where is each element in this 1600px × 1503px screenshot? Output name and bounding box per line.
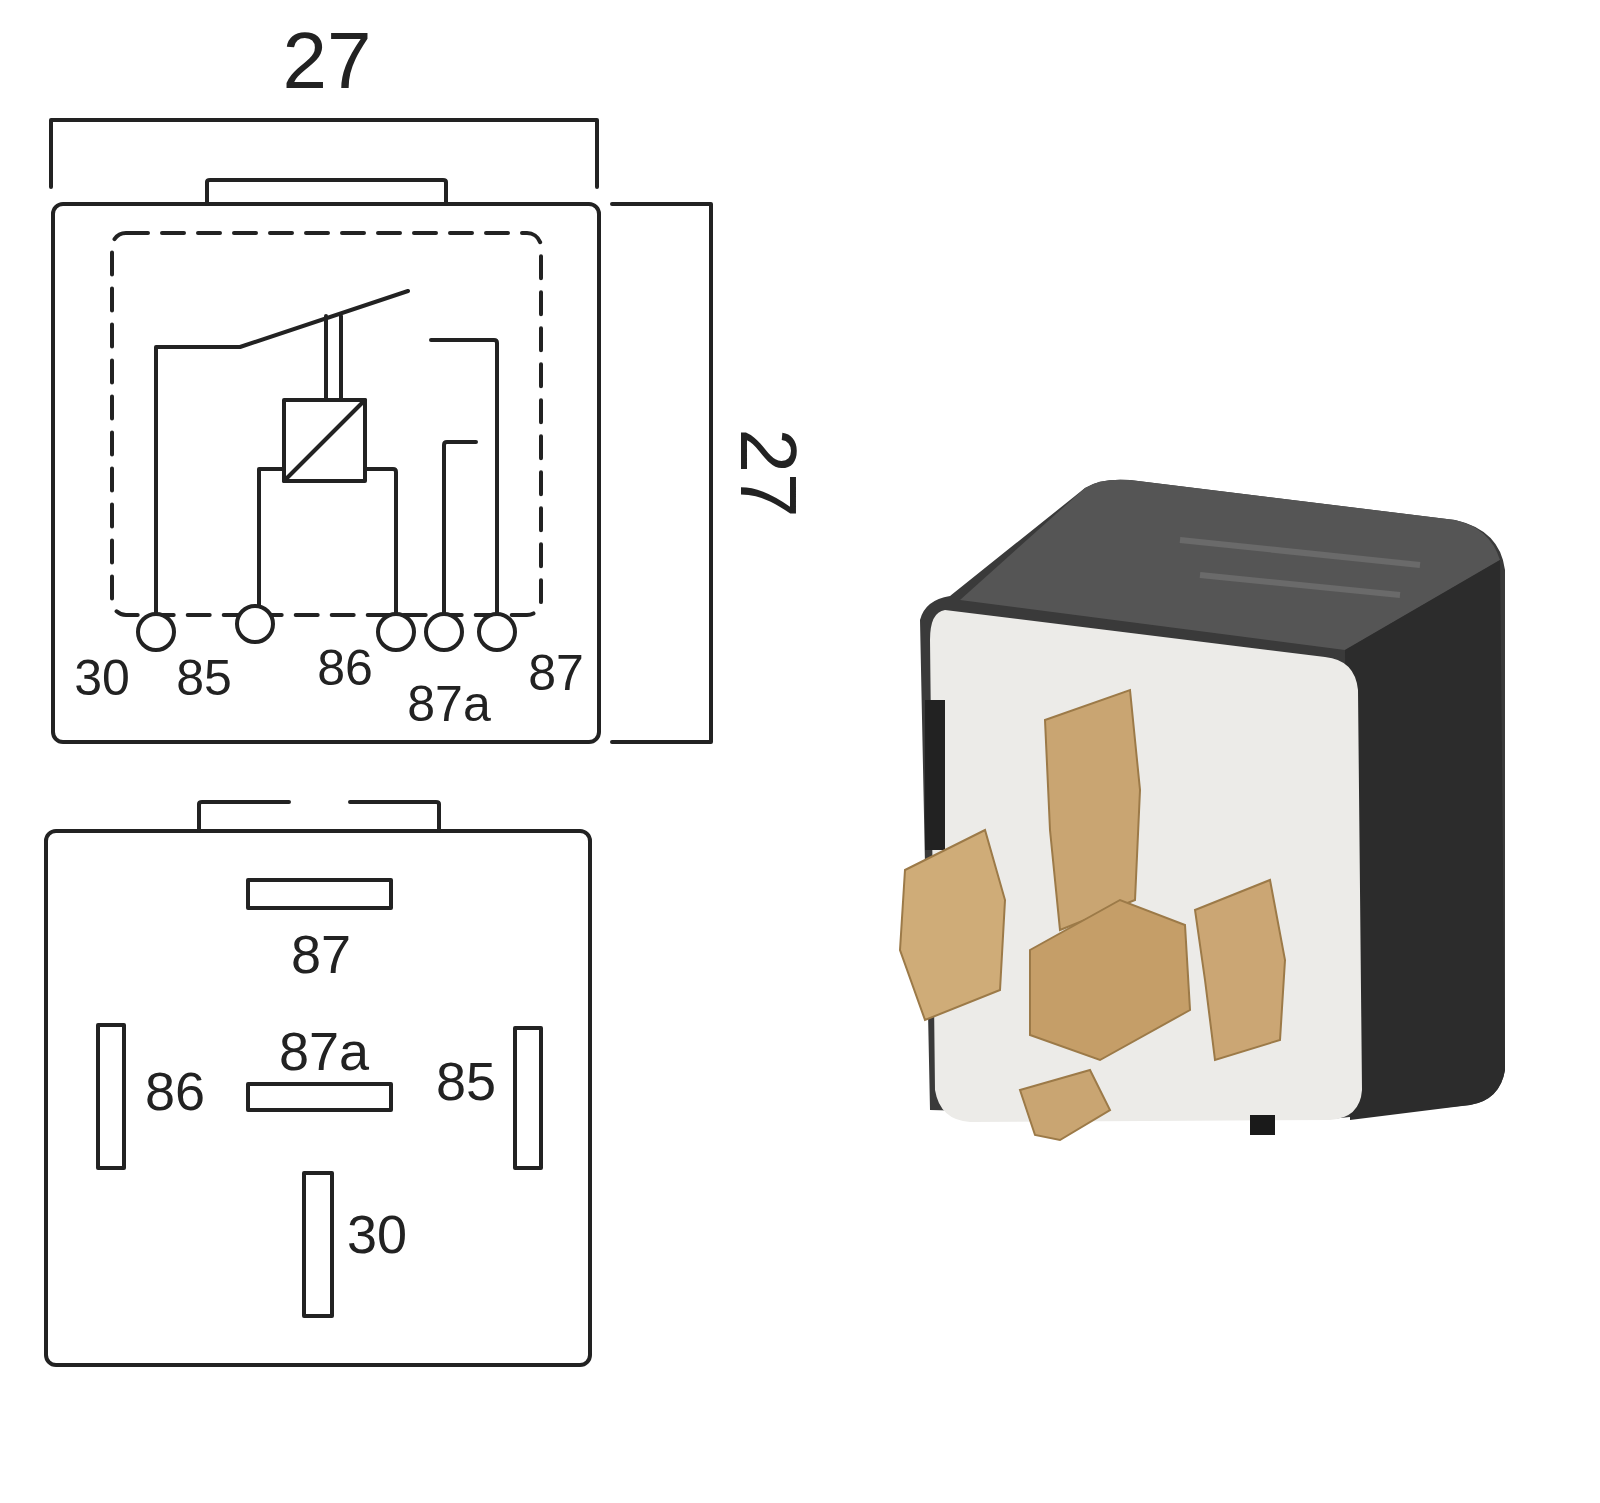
pin-label: 87 <box>528 648 584 698</box>
blade-terminal <box>98 1025 124 1168</box>
relay-housing <box>46 831 590 1365</box>
pin-terminal <box>479 614 515 650</box>
pin-label: 87a <box>407 679 490 729</box>
coil-wire <box>259 469 396 614</box>
dimension-label: 27 <box>728 429 808 518</box>
contact-wire <box>431 340 497 614</box>
dimension-line <box>51 120 597 187</box>
pin-terminal <box>138 614 174 650</box>
pin-label: 30 <box>347 1207 407 1261</box>
pin-label: 85 <box>436 1054 496 1108</box>
pin-terminal <box>378 614 414 650</box>
blade-terminal <box>515 1028 541 1168</box>
pin-terminal <box>237 606 273 642</box>
pin-label: 30 <box>74 653 130 703</box>
mounting-tab <box>199 802 439 831</box>
relay-photo <box>900 480 1505 1140</box>
pin-label: 87 <box>291 927 351 981</box>
blade-terminal <box>304 1173 332 1316</box>
relay-enclosure <box>112 233 541 615</box>
switch-contact <box>156 291 408 614</box>
pin-terminal <box>426 614 462 650</box>
dimension-line <box>612 204 711 742</box>
coil-symbol <box>284 400 365 481</box>
blade-terminal <box>248 1084 391 1110</box>
actuator <box>326 316 341 400</box>
pin-label: 86 <box>317 643 373 693</box>
pin-label: 87a <box>279 1024 369 1078</box>
contact-wire <box>444 442 476 614</box>
pin-label: 85 <box>176 653 232 703</box>
dimension-label: 27 <box>283 21 372 101</box>
coil-symbol <box>284 400 365 481</box>
mounting-tab <box>207 180 446 204</box>
blade-terminal <box>248 880 391 908</box>
relay-housing <box>53 204 599 742</box>
pin-label: 86 <box>145 1064 205 1118</box>
